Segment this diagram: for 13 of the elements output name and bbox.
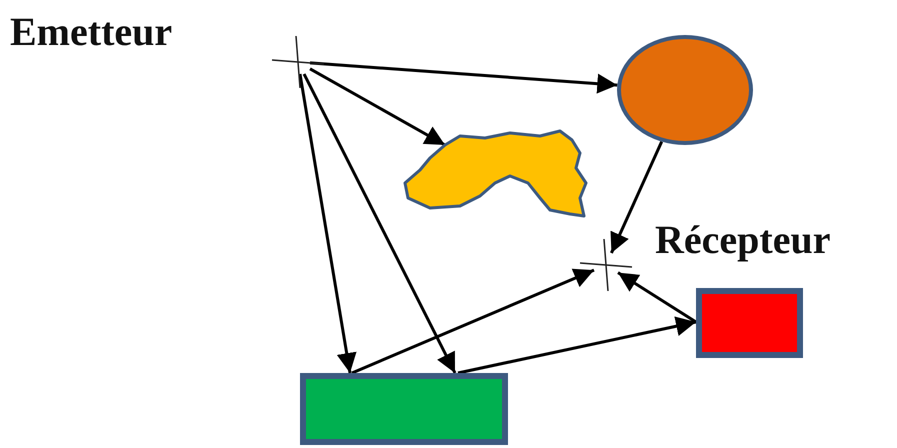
arrow [458,316,696,374]
reflector-rectangle [300,373,508,445]
node-label: Récepteur [655,220,830,260]
arrow [298,74,357,374]
reflector-rectangle [696,288,803,358]
arrow [302,73,456,374]
arrow [351,268,595,374]
arrow [617,271,697,324]
node-label: Emetteur [10,12,172,52]
arrow [309,67,446,146]
arrow [610,141,664,254]
obstacle-ellipse [617,35,753,145]
arrow [310,61,618,94]
